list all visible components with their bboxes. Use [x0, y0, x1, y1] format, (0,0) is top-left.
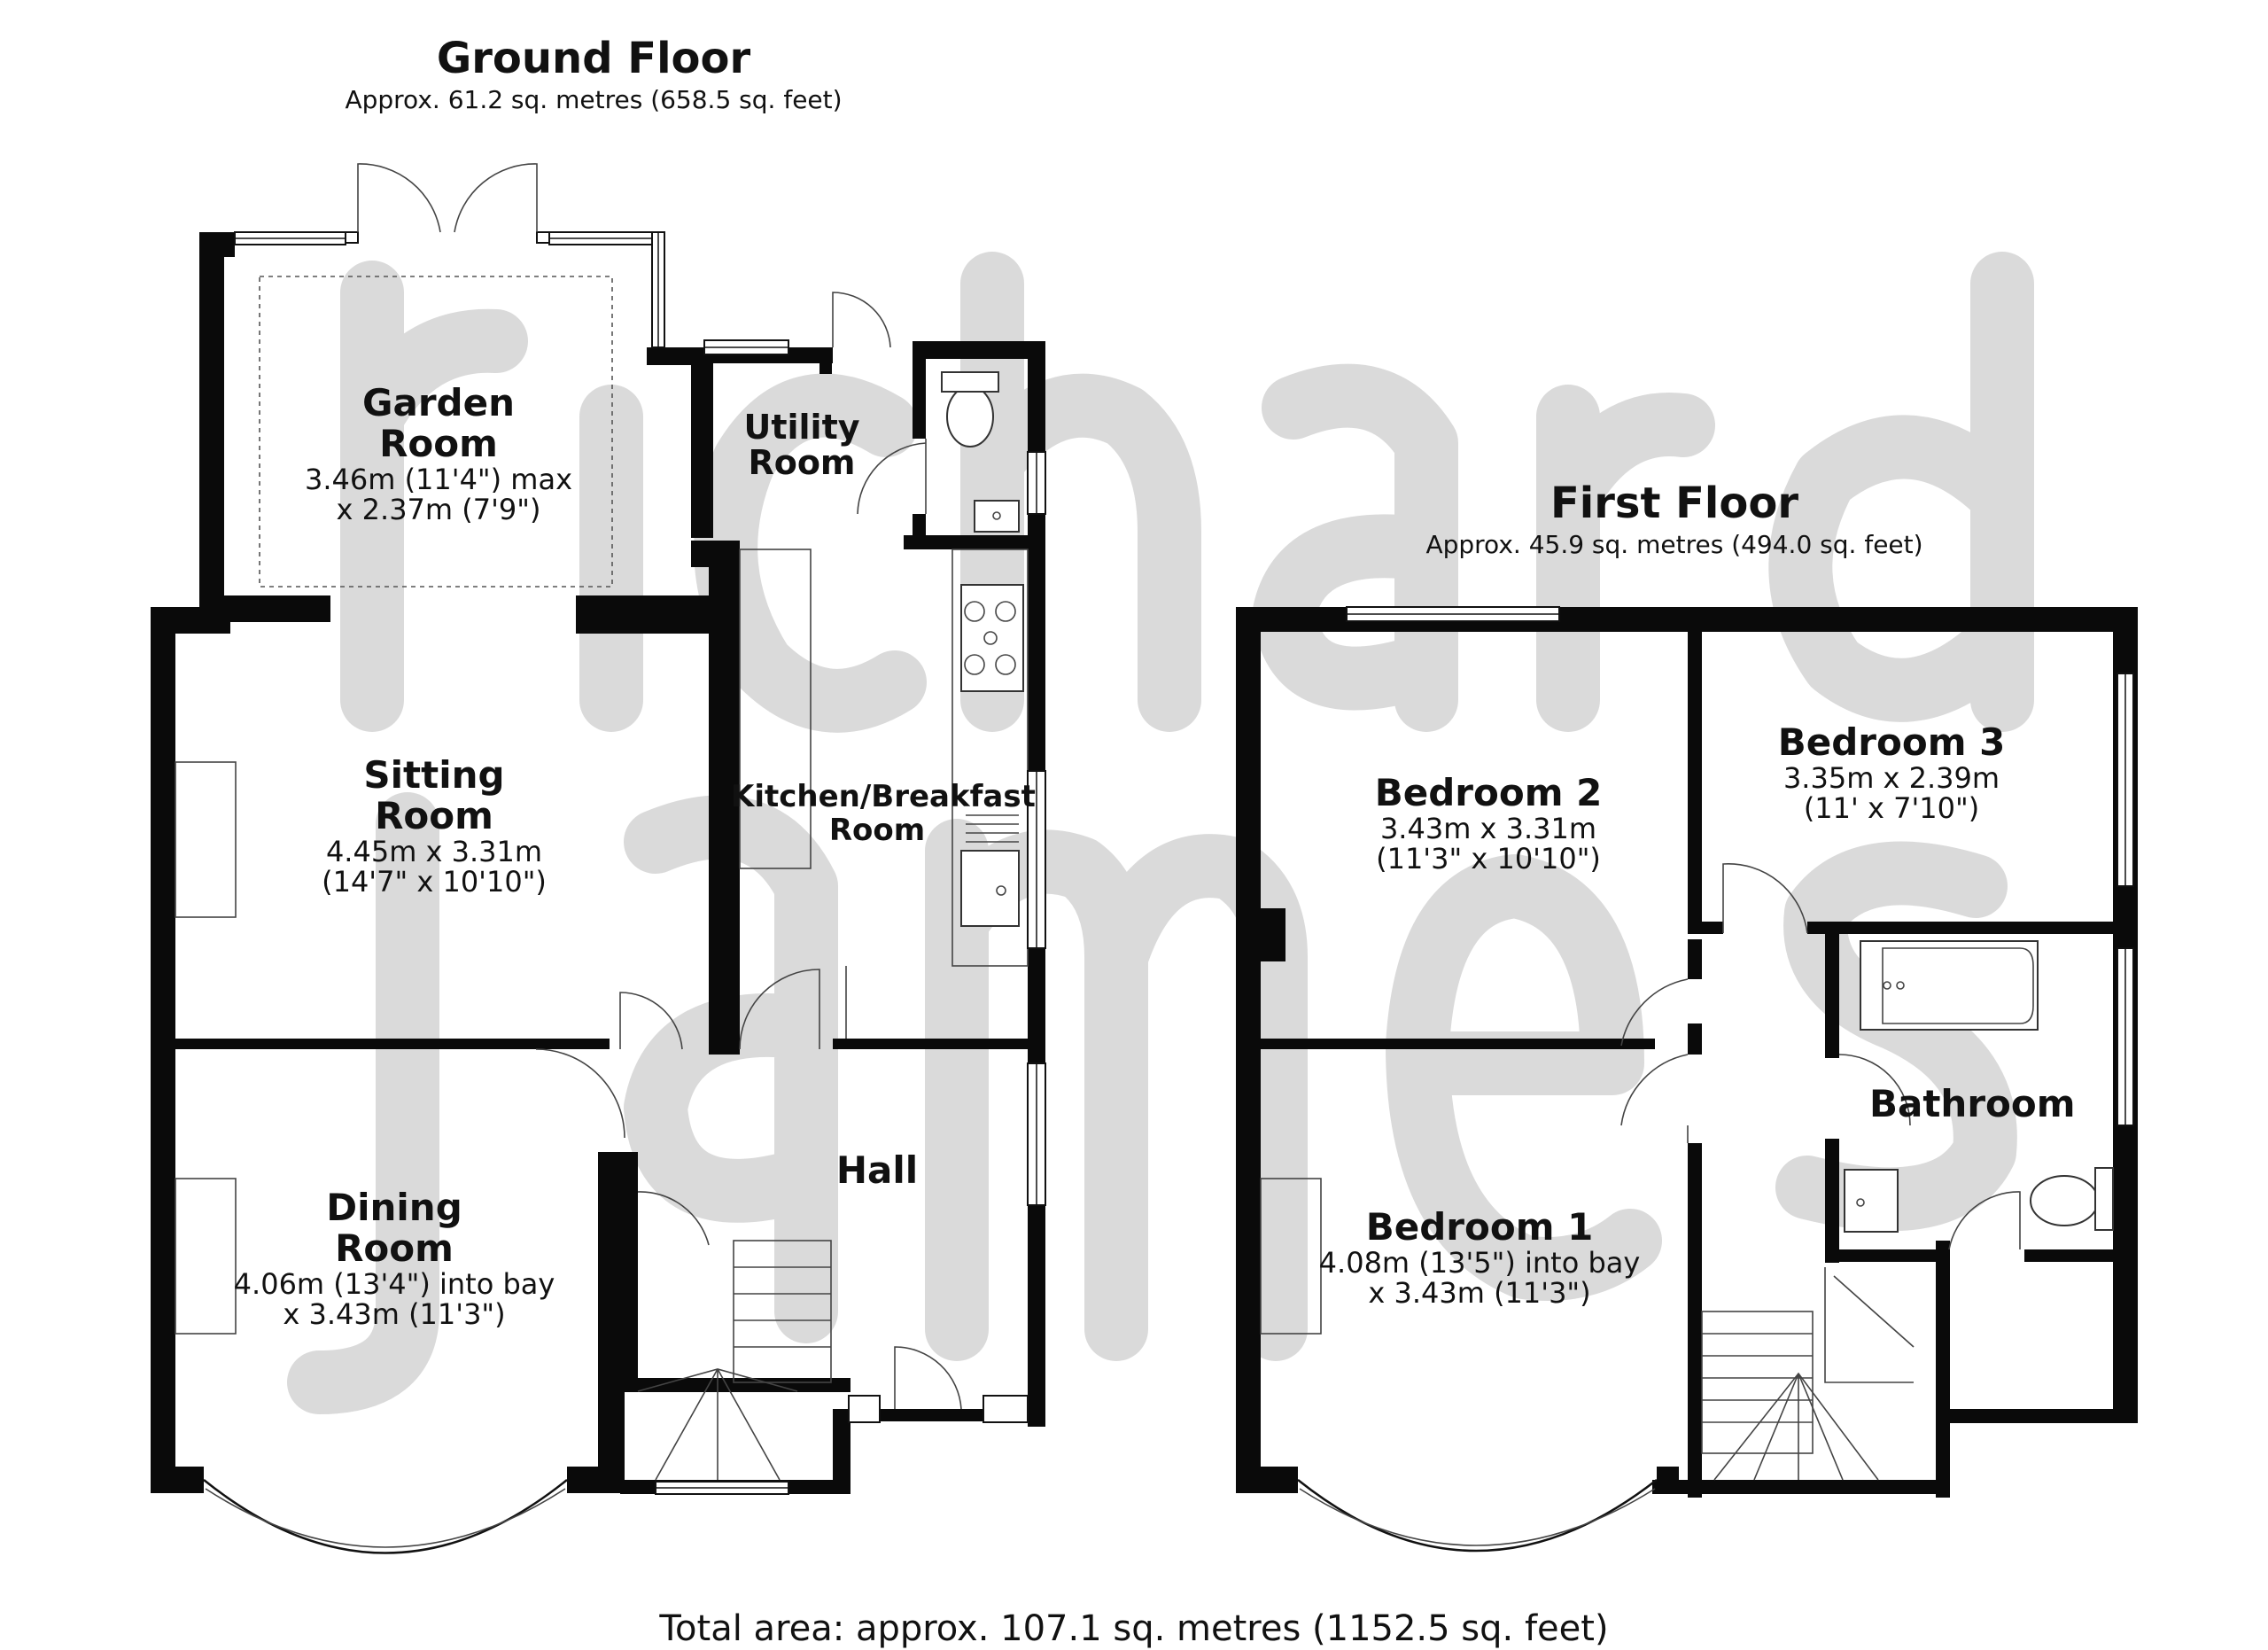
first-floor-title: First Floor	[1550, 479, 1798, 528]
room-label-kitchen-breakfast-room: Kitchen/Breakfast Room	[731, 779, 1036, 848]
room-name: Garden Room	[362, 381, 515, 465]
first-floor-area: Approx. 45.9 sq. metres (494.0 sq. feet)	[1425, 530, 1923, 559]
room-label-bedroom-1: Bedroom 1 4.08m (13'5") into bay x 3.43m…	[1302, 1205, 1657, 1310]
room-label-bathroom: Bathroom	[1869, 1082, 2076, 1125]
room-name: Bedroom 3	[1777, 720, 2006, 764]
room-label-utility-room: Utility Room	[726, 409, 877, 480]
room-label-dining-room: Dining Room 4.06m (13'4") into bay x 3.4…	[217, 1186, 571, 1331]
room-label-bedroom-2: Bedroom 2 3.43m x 3.31m (11'3" x 10'10")	[1320, 771, 1657, 876]
total-area: Total area: approx. 107.1 sq. metres (11…	[659, 1608, 1609, 1649]
room-dimensions: 3.35m x 2.39m (11' x 7'10")	[1783, 761, 2000, 825]
room-dimensions: 4.45m x 3.31m (14'7" x 10'10")	[322, 835, 547, 899]
room-name: Bedroom 1	[1365, 1205, 1594, 1249]
room-dimensions: 4.08m (13'5") into bay x 3.43m (11'3")	[1318, 1246, 1641, 1310]
room-name: Utility Room	[743, 408, 860, 482]
first-floor-plan	[1236, 606, 2138, 1553]
room-label-bedroom-3: Bedroom 3 3.35m x 2.39m (11' x 7'10")	[1745, 720, 2038, 825]
room-name: Bathroom	[1869, 1082, 2076, 1125]
room-name: Sitting Room	[363, 753, 505, 837]
room-label-sitting-room: Sitting Room 4.45m x 3.31m (14'7" x 10'1…	[266, 753, 602, 899]
ground-floor-plan	[151, 163, 1046, 1554]
room-name: Dining Room	[326, 1186, 462, 1270]
room-dimensions: 3.46m (11'4") max x 2.37m (7'9")	[304, 463, 573, 526]
room-dimensions: 4.06m (13'4") into bay x 3.43m (11'3")	[233, 1267, 555, 1331]
room-name: Hall	[835, 1148, 919, 1192]
room-dimensions: 3.43m x 3.31m (11'3" x 10'10")	[1376, 812, 1601, 876]
ground-floor-area: Approx. 61.2 sq. metres (658.5 sq. feet)	[345, 85, 843, 114]
ground-floor-title: Ground Floor	[436, 34, 751, 83]
room-label-garden-room: Garden Room 3.46m (11'4") max x 2.37m (7…	[266, 383, 611, 525]
room-name: Kitchen/Breakfast Room	[731, 779, 1036, 848]
room-name: Bedroom 2	[1374, 771, 1603, 814]
room-label-hall: Hall	[797, 1150, 957, 1191]
